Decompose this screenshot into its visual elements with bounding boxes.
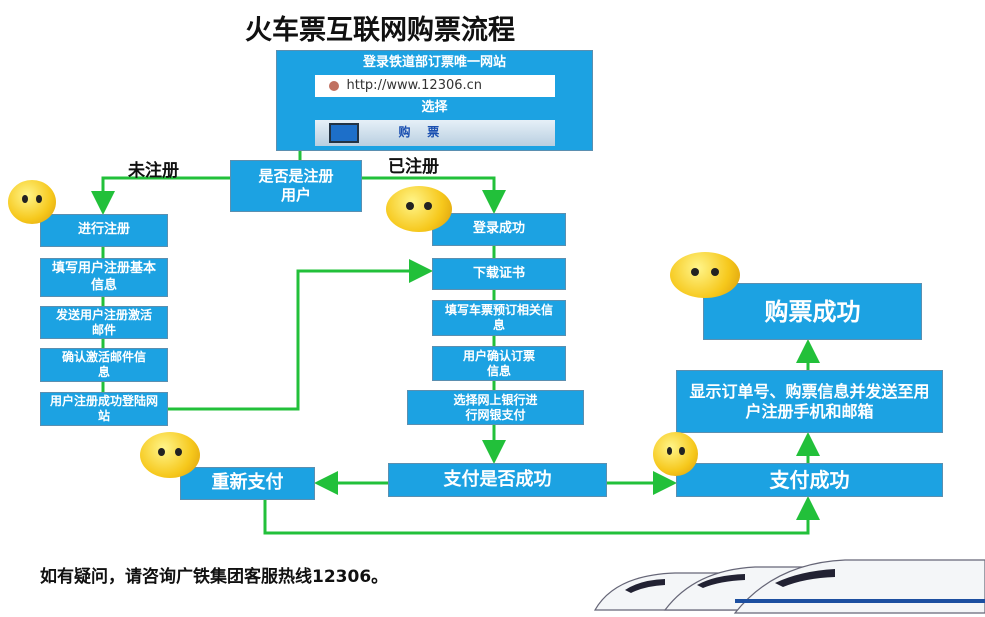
step-register: 进行注册 bbox=[40, 214, 168, 247]
laugh-emoji-icon bbox=[653, 432, 698, 476]
browser-icon bbox=[328, 81, 339, 92]
step-download-cert: 下载证书 bbox=[432, 258, 566, 290]
diagram-title: 火车票互联网购票流程 bbox=[245, 15, 515, 46]
footer-hotline: 如有疑问，请咨询广铁集团客服热线12306。 bbox=[40, 567, 389, 587]
train-icon bbox=[593, 559, 985, 614]
buy-ticket-button[interactable]: 购 票 bbox=[314, 119, 555, 146]
step-fill-ticket: 填写车票预订相关信息 bbox=[432, 300, 566, 336]
step-send-email: 发送用户注册激活邮件 bbox=[40, 306, 168, 339]
step-confirm-order: 用户确认订票信息 bbox=[432, 346, 566, 381]
retry-payment: 重新支付 bbox=[180, 467, 315, 500]
step-register-success: 用户注册成功登陆网站 bbox=[40, 392, 168, 426]
select-label: 选择 bbox=[421, 100, 448, 116]
step-online-bank: 选择网上银行进行网银支付 bbox=[407, 390, 584, 425]
url-text: http://www.12306.cn bbox=[346, 78, 483, 94]
payment-success: 支付成功 bbox=[676, 463, 943, 497]
sweat-emoji-icon bbox=[140, 432, 200, 478]
url-field[interactable]: http://www.12306.cn bbox=[314, 75, 555, 98]
website-heading: 登录铁道部订票唯一网站 bbox=[362, 55, 506, 70]
smile-emoji-icon bbox=[386, 186, 452, 232]
line-unregistered bbox=[91, 176, 230, 215]
label-registered: 已注册 bbox=[388, 157, 439, 177]
step-login-success: 登录成功 bbox=[432, 213, 566, 246]
purchase-success: 购票成功 bbox=[703, 283, 922, 340]
buy-ticket-label: 购 票 bbox=[398, 125, 440, 139]
line-registered bbox=[362, 176, 506, 214]
step-confirm-email: 确认激活邮件信息 bbox=[40, 348, 168, 382]
show-order-info: 显示订单号、购票信息并发送至用户注册手机和邮箱 bbox=[676, 370, 943, 433]
computer-icon bbox=[328, 122, 359, 143]
line-retry-loop bbox=[263, 496, 820, 535]
line-register-to-cert bbox=[168, 259, 433, 411]
happy-emoji-icon bbox=[670, 252, 740, 298]
website-box: 登录铁道部订票唯一网站 http://www.12306.cn 选择 购 票 bbox=[276, 50, 593, 151]
payment-check: 支付是否成功 bbox=[388, 463, 607, 497]
label-unregistered: 未注册 bbox=[128, 161, 179, 181]
step-fill-info: 填写用户注册基本信息 bbox=[40, 258, 168, 297]
shy-emoji-icon bbox=[8, 180, 56, 224]
decision-registered: 是否是注册用户 bbox=[230, 160, 362, 212]
